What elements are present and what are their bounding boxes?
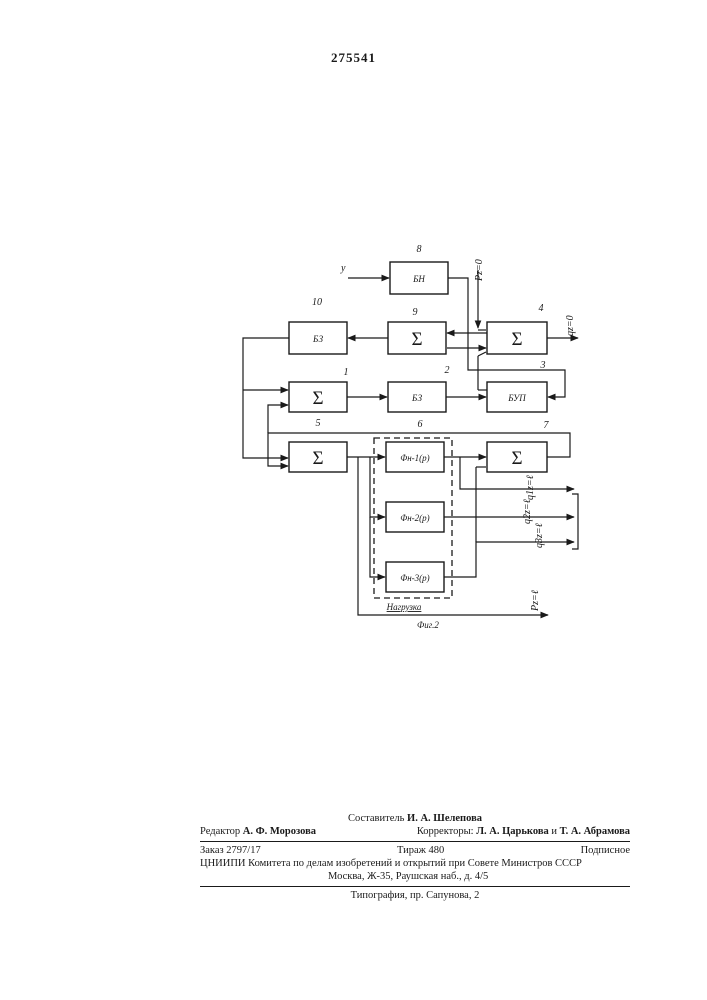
svg-text:БЗ: БЗ [411, 393, 423, 403]
imprint-block: Составитель И. А. Шелепова Редактор А. Ф… [200, 812, 630, 902]
divider-bottom [200, 886, 630, 887]
filter-phi-n3: Φн-3(р) [386, 562, 444, 592]
figure-caption: Фиг.2 [417, 620, 439, 630]
block-9-number: 9 [413, 307, 418, 318]
printing-line: Типография, пр. Сапунова, 2 [200, 889, 630, 902]
block-2-number: 2 [445, 365, 450, 376]
order-line: Заказ 2797/17 Тираж 480 Подписное [200, 844, 630, 857]
block-10-number: 10 [312, 297, 322, 308]
signal-q-top: qz=0 [565, 315, 576, 336]
block-4-sum: Σ 4 [487, 303, 547, 354]
block-4-number: 4 [539, 303, 544, 314]
block-8-number: 8 [417, 244, 422, 255]
block-7-number: 7 [544, 420, 550, 431]
svg-text:Σ: Σ [511, 448, 522, 469]
block-1-sum: Σ 1 [289, 367, 349, 412]
editor-line: Редактор А. Ф. Морозова Корректоры: Л. А… [200, 825, 630, 838]
block-3-bup: БУП 3 [487, 360, 547, 412]
svg-text:БЗ: БЗ [312, 334, 324, 344]
block-2-bz: БЗ 2 [388, 365, 450, 412]
signal-pl: Pz=ℓ [530, 590, 541, 612]
block-10-bz: БЗ 10 [289, 297, 347, 354]
institute-line: ЦНИИПИ Комитета по делам изобретений и о… [200, 857, 630, 870]
signal-q2: q2z=ℓ [522, 499, 533, 524]
block-9-sum: Σ 9 [388, 307, 446, 354]
svg-text:Φн-1(р): Φн-1(р) [400, 453, 429, 463]
signal-q1: q1z=ℓ [525, 475, 536, 500]
block-5-number: 5 [316, 418, 321, 429]
svg-text:Σ: Σ [312, 388, 323, 409]
block-6-number: 6 [418, 419, 423, 430]
svg-text:БУП: БУП [507, 393, 526, 403]
address-line: Москва, Ж-35, Раушская наб., д. 4/5 [200, 870, 630, 883]
signal-input: y [340, 263, 346, 274]
load-label: Нагрузка [386, 602, 422, 612]
filter-phi-n1: Φн-1(р) [386, 442, 444, 472]
divider-top [200, 841, 630, 842]
signal-q3: q3z=ℓ [534, 523, 545, 548]
compiler-line: Составитель И. А. Шелепова [200, 812, 630, 825]
filter-phi-n2: Φн-2(р) [386, 502, 444, 532]
svg-text:Σ: Σ [312, 448, 323, 469]
signal-p0: Pz=0 [474, 259, 485, 282]
svg-text:БН: БН [412, 274, 425, 284]
block-1-number: 1 [344, 367, 349, 378]
block-7-sum: Σ 7 [487, 420, 550, 472]
svg-text:Σ: Σ [511, 329, 522, 350]
block-3-number: 3 [540, 360, 546, 371]
svg-text:Φн-3(р): Φн-3(р) [400, 573, 429, 583]
svg-text:Φн-2(р): Φн-2(р) [400, 513, 429, 523]
svg-text:Σ: Σ [411, 329, 422, 350]
block-8-bn: БН 8 [390, 244, 448, 294]
block-5-sum: Σ 5 [289, 418, 347, 472]
